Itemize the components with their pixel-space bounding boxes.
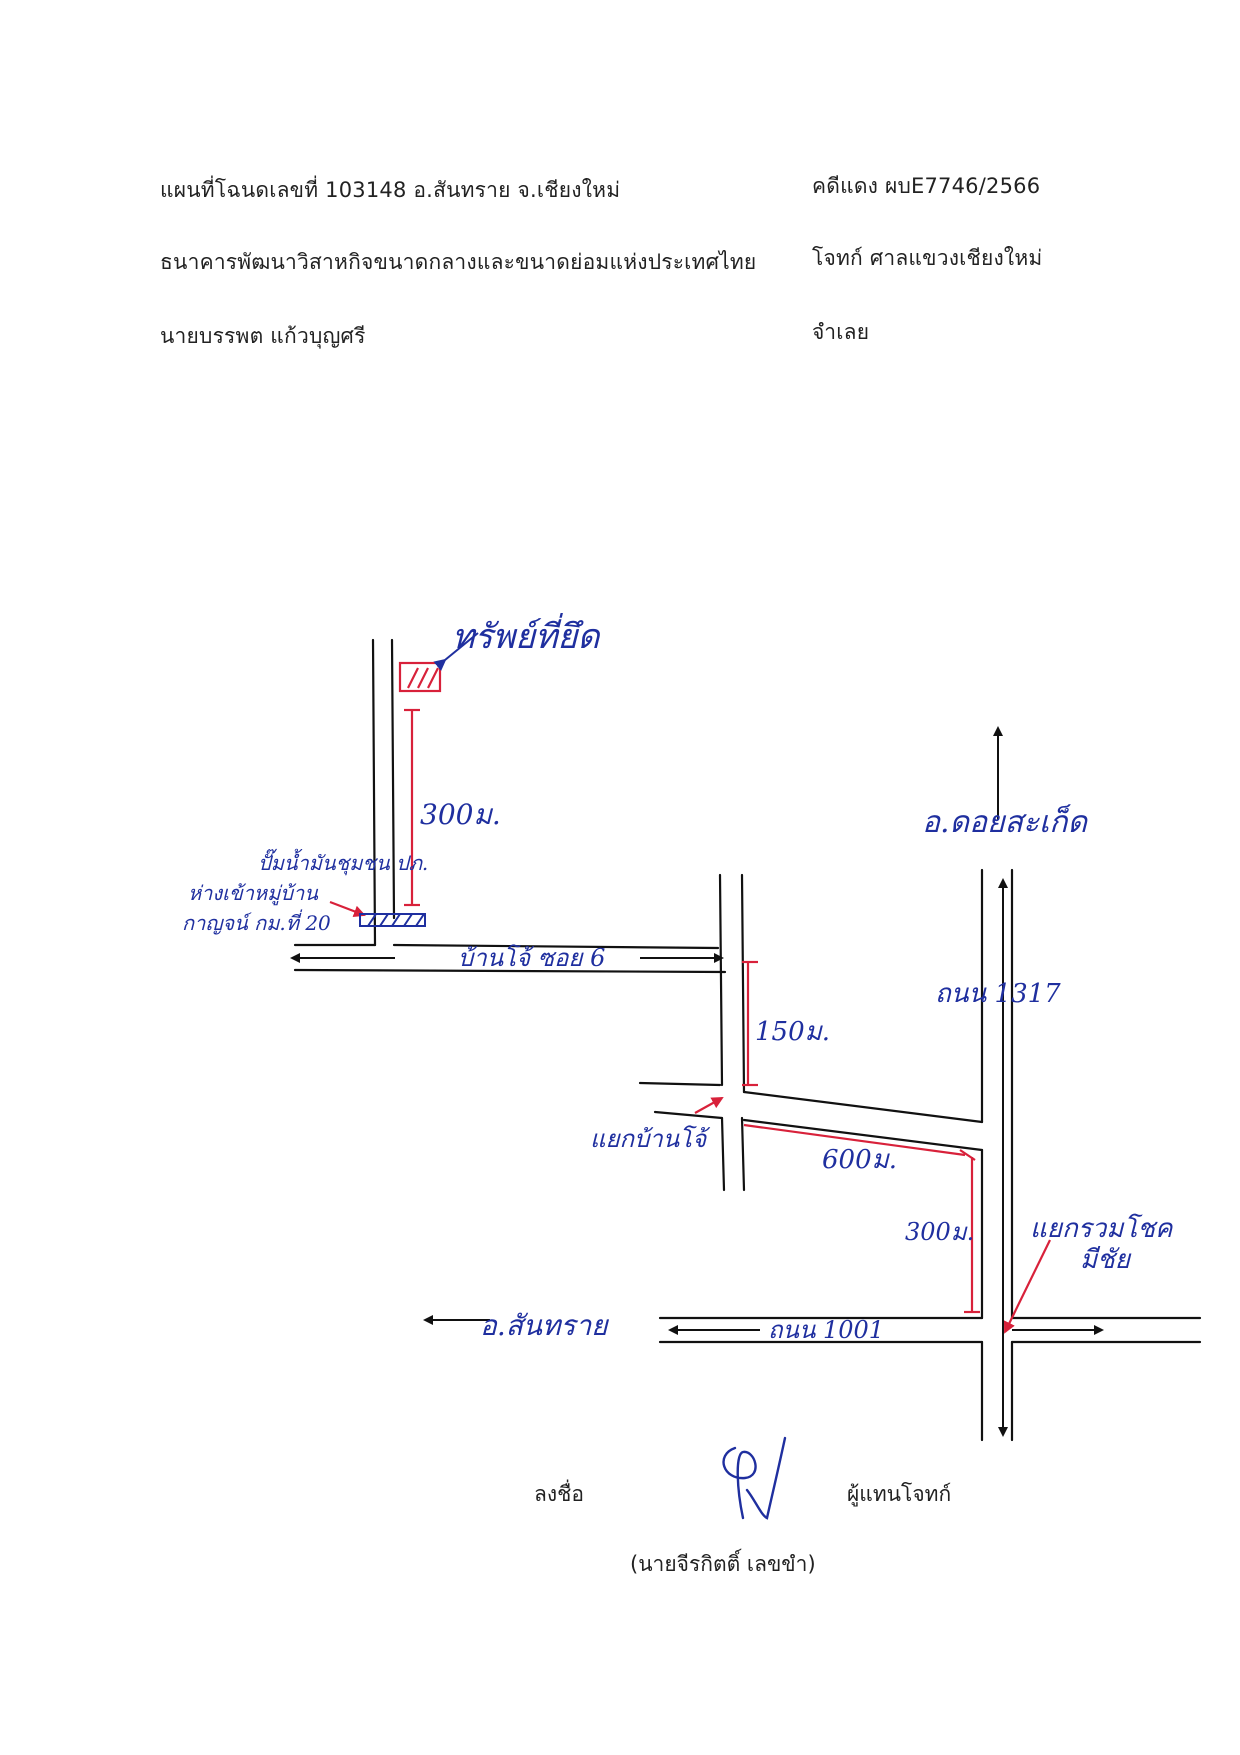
ruamchok-junction-pointer (1004, 1239, 1051, 1334)
junction-road-upper-left (638, 1081, 722, 1087)
property-label-pointer (433, 632, 479, 671)
to-doi-saket-label: อ.ดอยสะเก็ด (922, 804, 1088, 840)
dist-300-right-label: 300ม. (905, 1218, 974, 1246)
middle-road-right-upper (740, 873, 746, 1094)
road-network (293, 638, 1202, 1442)
junction-ruamchok-line2: มีชัย (1080, 1245, 1132, 1275)
banjo-junction-pointer (694, 1097, 724, 1114)
landmark-line2: ห่างเข้าหมู่บ้าน (188, 881, 319, 906)
dist-600-label: 600ม. (822, 1145, 897, 1175)
signatory-name: (นายจีรกิตติ์ เลขขำ) (630, 1552, 816, 1576)
junction-road-lower-right (742, 1118, 984, 1152)
seized-property-box (398, 661, 442, 693)
sign-label: ลงชื่อ (534, 1482, 584, 1506)
dist-600-line (743, 1123, 966, 1157)
dist-300-top-label: 300ม. (420, 798, 501, 831)
middle-road-left-upper (718, 873, 724, 1087)
plaintiff-role: โจทก์ ศาลแขวงเชียงใหม่ (812, 246, 1043, 270)
road-1001-label: ถนน 1001 (768, 1316, 884, 1344)
road-to-property-left-edge (371, 638, 377, 947)
defendant-name: นายบรรพต แก้วบุญศรี (160, 324, 366, 348)
representative-role: ผู้แทนโจทก์ (847, 1482, 952, 1506)
soi6-bottom-edge (293, 968, 727, 974)
road-to-property-right-edge (390, 638, 396, 920)
landmark-line3: กาญจน์ กม.ที่ 20 (182, 909, 331, 935)
junction-road-lower-left (653, 1110, 724, 1120)
middle-road-right-lower (740, 1116, 746, 1192)
junction-ruamchok-line1: แยกรวมโชค (1030, 1213, 1174, 1244)
soi6-top-edge-right (392, 943, 720, 950)
defendant-role: จำเลย (812, 320, 870, 344)
plaintiff-name: ธนาคารพัฒนาวิสาหกิจขนาดกลางและขนาดย่อมแห… (160, 250, 757, 274)
case-number: คดีแดง ผบE7746/2566 (812, 174, 1041, 198)
landmark-line1: ปั๊มน้ำมันชุมชน ปภ. (258, 848, 428, 876)
road-1317-label: ถนน 1317 (935, 979, 1061, 1009)
dist-150-label: 150ม. (755, 1017, 830, 1047)
middle-road-left-lower (720, 1116, 726, 1192)
to-san-sai-label: อ.สันทราย (480, 1309, 609, 1342)
junction-banjo-label: แยกบ้านโจ้ (590, 1125, 711, 1153)
soi-label: บ้านโจ้ ซอย 6 (458, 944, 605, 972)
property-label: ทรัพย์ที่ยึด (452, 613, 601, 657)
distance-markers (329, 661, 1051, 1334)
deed-title: แผนที่โฉนดเลขที่ 103148 อ.สันทราย จ.เชีย… (160, 178, 621, 202)
junction-road-upper-right (742, 1090, 984, 1124)
handwritten-signature (722, 1436, 787, 1520)
direction-arrows (290, 726, 1104, 1437)
landmark-hatch (359, 632, 479, 927)
landmark-pointer (329, 900, 366, 918)
